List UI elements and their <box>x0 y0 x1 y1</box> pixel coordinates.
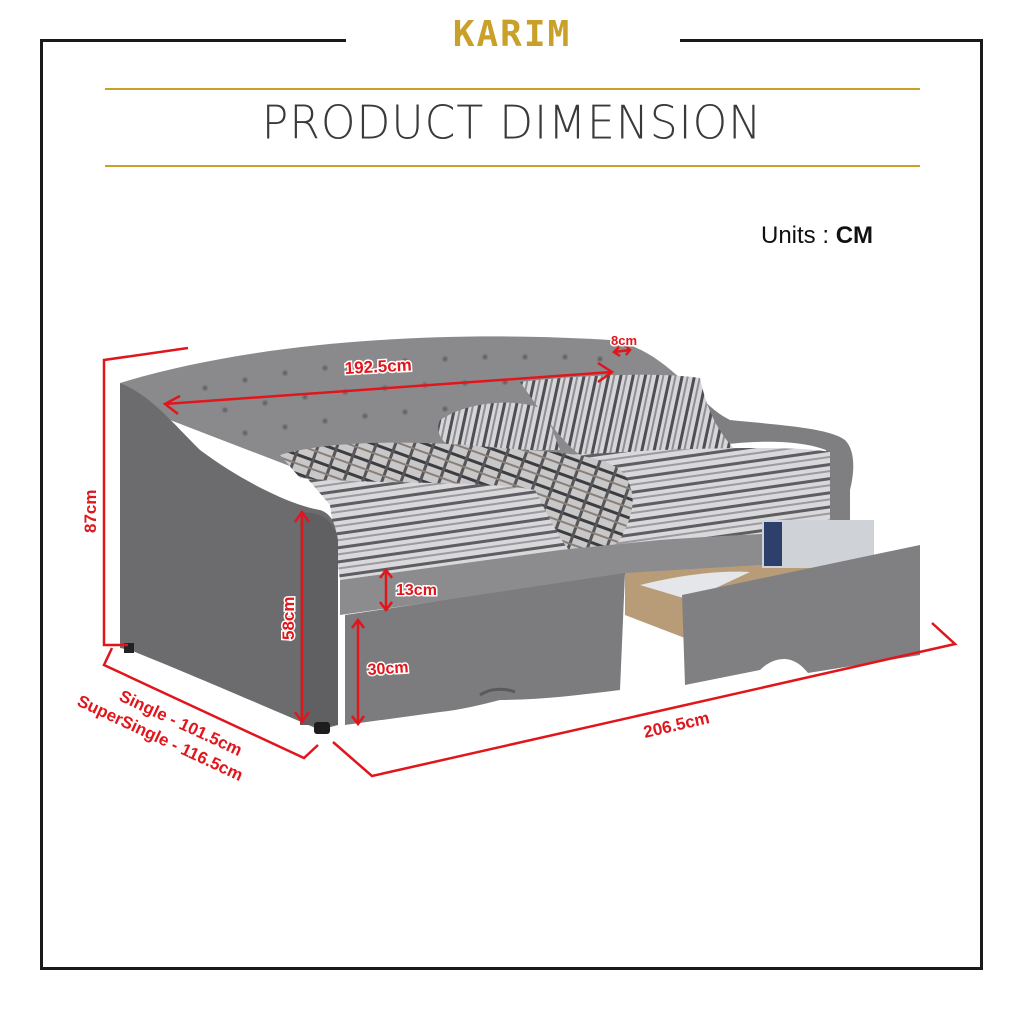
frame-right-border <box>980 39 983 970</box>
frame-left-border <box>40 39 43 970</box>
brand-logo: KARIM <box>452 14 572 55</box>
leg-back-left <box>124 643 134 653</box>
units-indicator: Units : CM <box>761 222 873 250</box>
drawer-left <box>345 573 625 725</box>
dim-side-height: 58cm <box>279 597 298 640</box>
gold-divider-bottom <box>105 165 920 167</box>
gold-divider-top <box>105 88 920 90</box>
drawer-right-contents <box>640 571 750 600</box>
dim-drawer-height: 30cm <box>367 659 409 679</box>
right-armrest <box>680 378 854 562</box>
frame-top-right-border <box>680 39 983 42</box>
left-armrest <box>120 383 338 730</box>
dimension-lines <box>102 344 958 778</box>
drawer-right-front <box>682 545 920 685</box>
units-value: CM <box>835 222 874 249</box>
dim-armrest-thickness: 8cm <box>611 333 637 348</box>
page-title: PRODUCT DIMENSION <box>261 96 763 151</box>
dim-mattress-base: 13cm <box>396 582 437 599</box>
units-label: Units : <box>761 222 836 249</box>
frame-top-left-border <box>40 39 346 42</box>
dim-total-height: 87cm <box>81 490 100 533</box>
leg-front-left <box>314 722 330 734</box>
bolster-pillow <box>438 402 560 450</box>
striped-pillow-front <box>585 387 712 462</box>
bed-base-front <box>340 530 830 615</box>
dim-headboard-length: 192.5cm <box>344 356 412 378</box>
frame-bottom-border <box>40 967 983 970</box>
throw-blanket <box>280 442 633 558</box>
